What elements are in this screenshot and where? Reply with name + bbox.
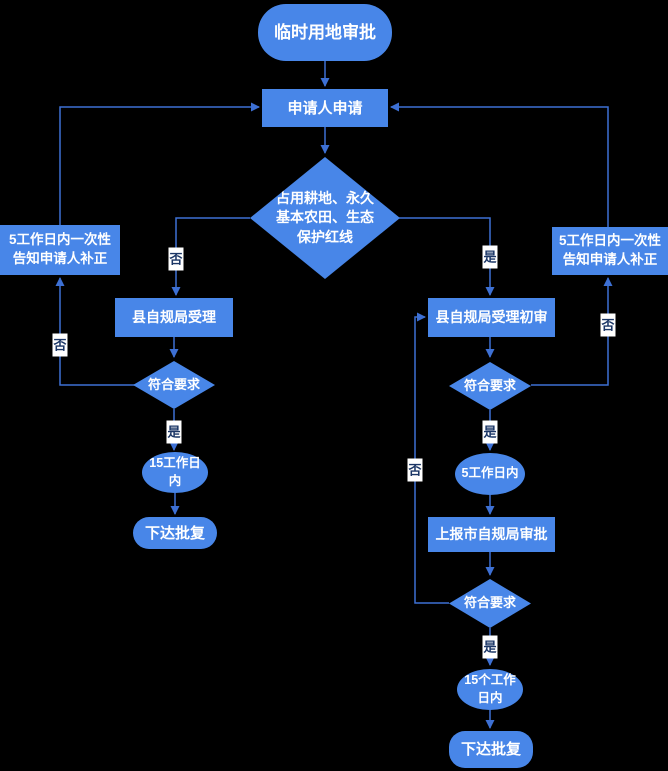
issue-approval-right-node: 下达批复 xyxy=(449,731,533,768)
edge-label-no-right-feedback2: 否 xyxy=(407,458,423,482)
edge-label-no-right-feedback1: 否 xyxy=(600,313,616,337)
county-accept-node: 县自规局受理 xyxy=(115,298,233,337)
notify-correction-right-node: 5工作日内一次性 告知申请人补正 xyxy=(552,227,668,275)
within-15-days-left-node: 15工作日 内 xyxy=(142,452,208,493)
edge-label-yes-left-check: 是 xyxy=(166,420,182,444)
issue-approval-left-node: 下达批复 xyxy=(133,517,217,549)
within-5-days-node: 5工作日内 xyxy=(455,453,525,495)
notify-correction-left-node: 5工作日内一次性 告知申请人补正 xyxy=(0,225,120,275)
edge-label-no-main-left: 否 xyxy=(168,247,184,271)
county-initial-review-node: 县自规局受理初审 xyxy=(428,298,555,337)
edge-label-yes-right-check2: 是 xyxy=(482,635,498,659)
applicant-apply-node: 申请人申请 xyxy=(262,89,388,127)
edge-label-yes-right-check1: 是 xyxy=(482,420,498,444)
within-15-days-right-node: 15个工作 日内 xyxy=(457,669,523,710)
edge-label-yes-main-right: 是 xyxy=(482,245,498,269)
start-node: 临时用地审批 xyxy=(258,4,392,61)
edge-label-no-left-feedback: 否 xyxy=(52,333,68,357)
report-city-bureau-approval-node: 上报市自规局审批 xyxy=(428,517,555,552)
